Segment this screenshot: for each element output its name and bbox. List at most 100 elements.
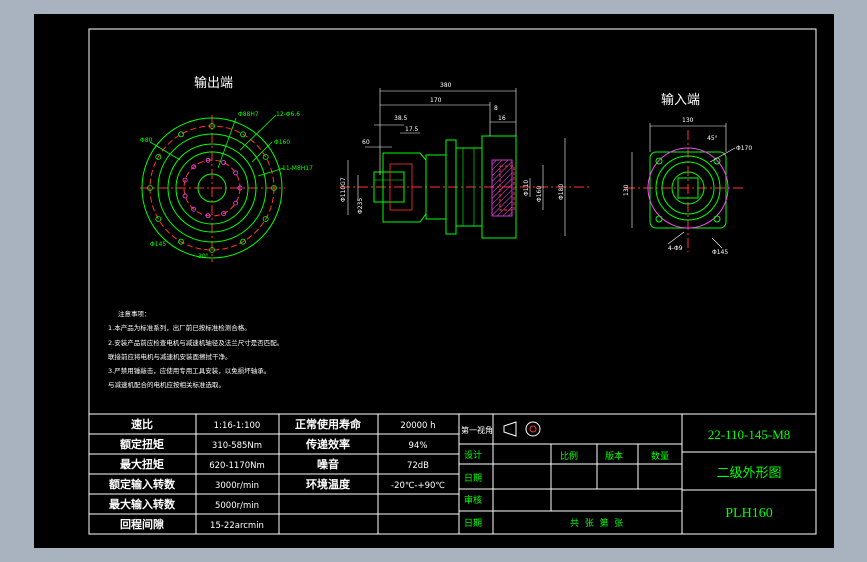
drawing-sheet <box>34 14 834 548</box>
output-end-label: 输出端 <box>194 75 233 91</box>
spec-k2-0: 正常使用寿命 <box>295 417 362 431</box>
bolt-hole-0-0 <box>271 185 277 191</box>
input-dim-d170: Φ170 <box>736 145 752 152</box>
bolt-hole-1-10 <box>233 170 239 176</box>
tb-date-2: 日期 <box>464 518 482 529</box>
dim-16: 16 <box>498 115 506 122</box>
input-outer-circle <box>647 147 729 229</box>
bolt-hole-0-4 <box>178 238 184 245</box>
spec-k2-2: 噪音 <box>317 457 339 471</box>
bolt-hole-1-7 <box>191 164 197 170</box>
input-end-view: 输入端 130 130 45° Φ170 4-Φ9 Φ145 <box>623 92 752 256</box>
input-dim-angle: 45° <box>707 135 718 142</box>
spec-k1-4: 最大输入转数 <box>109 497 176 511</box>
notes-line-2: 2.安装产品前应检查电机与减速机轴径及法兰尺寸是否匹配。 <box>108 338 283 347</box>
dim-60: 60 <box>362 139 370 146</box>
input-bolt-hole-tl <box>655 157 663 165</box>
side-view: 380 170 60 38.5 17.5 8 16 Φ110G7 Φ235 Φ1… <box>340 82 590 239</box>
dim-left-d2: Φ235 <box>357 198 364 214</box>
tb-angle-label: 第一视角 <box>461 425 493 435</box>
input-flange <box>481 135 517 239</box>
input-circle-4 <box>671 171 705 205</box>
spec-k2-3: 环境温度 <box>306 477 351 491</box>
bolt-hole-1-1 <box>233 200 239 206</box>
bolt-hole-0-1 <box>262 216 269 222</box>
bolt-hole-1-9 <box>221 160 227 165</box>
tb-sheets: 共 张 第 张 <box>570 517 623 529</box>
input-hub <box>677 177 699 199</box>
bolt-hole-1-6 <box>182 177 188 183</box>
bolt-hole-1-5 <box>182 193 188 199</box>
notes-line-1: 1.本产品为标准系列，出厂前已按标准检测合格。 <box>108 323 251 332</box>
input-leader-bolt <box>667 231 685 245</box>
input-dim-d145: Φ145 <box>712 249 728 256</box>
output-dim-d5: 11-M8H17 <box>282 165 313 172</box>
first-angle-projection-icon <box>503 421 541 437</box>
notes-title: 注意事项： <box>118 309 151 318</box>
output-dim-d6: Φ145 <box>150 241 166 248</box>
dim-left-d1: Φ110G7 <box>340 177 347 202</box>
bolt-hole-0-6 <box>147 185 153 191</box>
input-bolt-hole-br <box>713 215 721 223</box>
leader-d3 <box>239 114 277 151</box>
spec-v1-4: 5000r/min <box>215 501 259 511</box>
projection-circle-inner <box>529 425 537 433</box>
output-ring-2 <box>157 133 267 243</box>
spec-k1-5: 回程间隙 <box>120 517 164 531</box>
output-flange-inner <box>389 163 413 211</box>
spec-v1-2: 620-1170Nm <box>209 461 265 471</box>
projection-cone <box>503 421 517 437</box>
input-dim-w: 130 <box>682 117 694 124</box>
spec-v1-0: 1:16-1:100 <box>214 421 261 431</box>
output-dim-d4: Φ160 <box>274 139 290 146</box>
bolt-hole-1-3 <box>205 213 211 219</box>
spec-k1-2: 最大扭矩 <box>120 457 164 471</box>
input-leader-d145 <box>711 237 723 249</box>
spec-k1-0: 速比 <box>131 417 153 431</box>
bolt-hole-1-2 <box>221 211 227 216</box>
leader-d2 <box>217 117 237 169</box>
spec-k2-1: 传递效率 <box>305 437 350 451</box>
input-leader-d170 <box>709 147 736 163</box>
spec-k1-3: 额定输入转数 <box>109 477 176 491</box>
output-bore <box>197 173 227 203</box>
input-flange-section <box>491 159 513 217</box>
bolt-hole-0-5 <box>155 216 162 222</box>
technical-notes: 注意事项： 1.本产品为标准系列，出厂前已按标准检测合格。 2.安装产品前应检查… <box>108 309 283 389</box>
spec-v2-2: 72dB <box>407 461 429 471</box>
leader-d1 <box>149 141 181 161</box>
title-block: 第一视角 设计 日期 审核 日期 比例 版本 数量 共 张 第 张 22-110… <box>458 413 817 535</box>
leader-d5 <box>257 167 285 177</box>
tb-drawing-no: 22-110-145-M8 <box>708 427 791 442</box>
tb-drawing-name: 二级外形图 <box>716 466 781 481</box>
dim-right-d2: Φ160 <box>536 186 543 202</box>
bolt-hole-0-3 <box>209 247 215 253</box>
input-circle-2 <box>655 155 721 221</box>
output-dim-d2: Φ88H7 <box>238 111 259 118</box>
spec-v2-3: -20℃-+90℃ <box>391 481 445 491</box>
dim-right-d1: Φ110 <box>523 180 530 196</box>
bolt-hole-0-7 <box>155 154 162 160</box>
spec-v2-1: 94% <box>409 441 428 451</box>
dim-38-5: 38.5 <box>394 115 408 122</box>
input-circle-3 <box>661 161 715 215</box>
output-shaft <box>373 171 405 203</box>
dim-overall: 380 <box>440 82 452 89</box>
output-inner-pitch-circle <box>183 159 241 217</box>
output-dim-angle: 30° <box>198 253 209 260</box>
tb-version: 版本 <box>605 450 623 462</box>
bolt-hole-0-8 <box>178 131 184 138</box>
input-dim-h: 130 <box>623 184 630 196</box>
notes-line-3: 联接前应将电机与减速机安装面擦拭干净。 <box>108 352 232 361</box>
bolt-hole-0-10 <box>240 131 246 138</box>
spec-k1-1: 额定扭矩 <box>120 437 164 451</box>
output-dim-d3: 12-Φ6.6 <box>276 111 300 118</box>
output-ring-4 <box>175 151 249 225</box>
output-bolt-holes <box>147 123 277 253</box>
bolt-hole-1-4 <box>191 206 197 212</box>
bolt-hole-0-2 <box>240 238 246 245</box>
output-dim-d1: Φ80 <box>140 137 153 144</box>
